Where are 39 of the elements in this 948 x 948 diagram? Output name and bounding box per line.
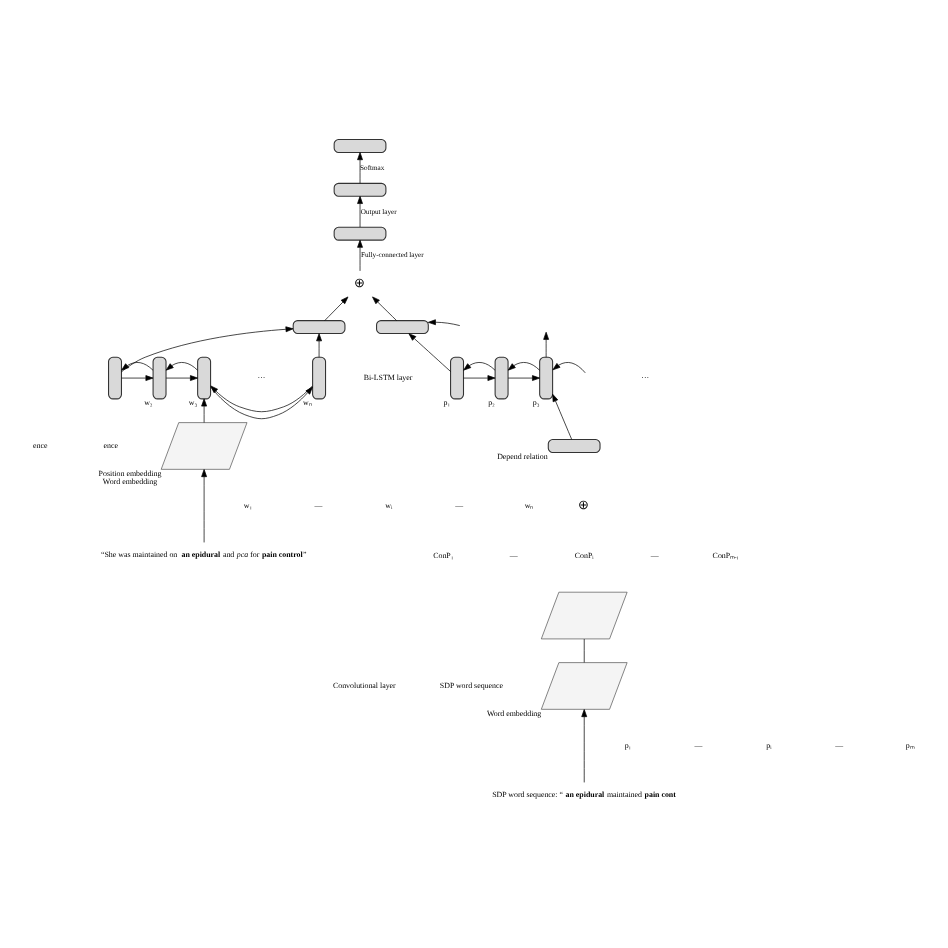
arrow (323, 296, 348, 321)
node-bar (151, 356, 166, 400)
node-bar (332, 138, 386, 153)
arrow (356, 196, 362, 228)
arrow (164, 375, 197, 381)
node-box (159, 422, 247, 470)
arrow (200, 469, 206, 543)
arrow (356, 239, 362, 272)
arrow (120, 362, 153, 371)
node-bar (311, 356, 326, 400)
arrow (506, 375, 539, 381)
arrow (542, 331, 548, 358)
node-bar (493, 356, 508, 400)
arrow (356, 152, 362, 184)
arrow (551, 362, 585, 374)
arrow (164, 362, 197, 371)
arrow (120, 326, 293, 373)
node-box (539, 662, 627, 710)
arrow (506, 362, 539, 371)
arrow (462, 375, 495, 381)
node-box (539, 591, 627, 640)
arrow (371, 296, 396, 321)
arrow (120, 375, 153, 381)
node-bar (538, 356, 553, 400)
arrow (407, 333, 450, 372)
node-bar (291, 320, 345, 335)
arrow (462, 362, 495, 371)
node-bar (546, 438, 600, 453)
arrow (551, 393, 572, 440)
arrow (200, 398, 206, 423)
node-bar (332, 226, 386, 241)
node-bar (196, 356, 211, 400)
node-bar (107, 356, 121, 400)
node-bar (449, 356, 464, 400)
node-bar (375, 320, 428, 335)
arrow (315, 333, 321, 358)
node-bar (332, 182, 386, 197)
arrow (580, 709, 587, 783)
arrow (426, 319, 460, 326)
